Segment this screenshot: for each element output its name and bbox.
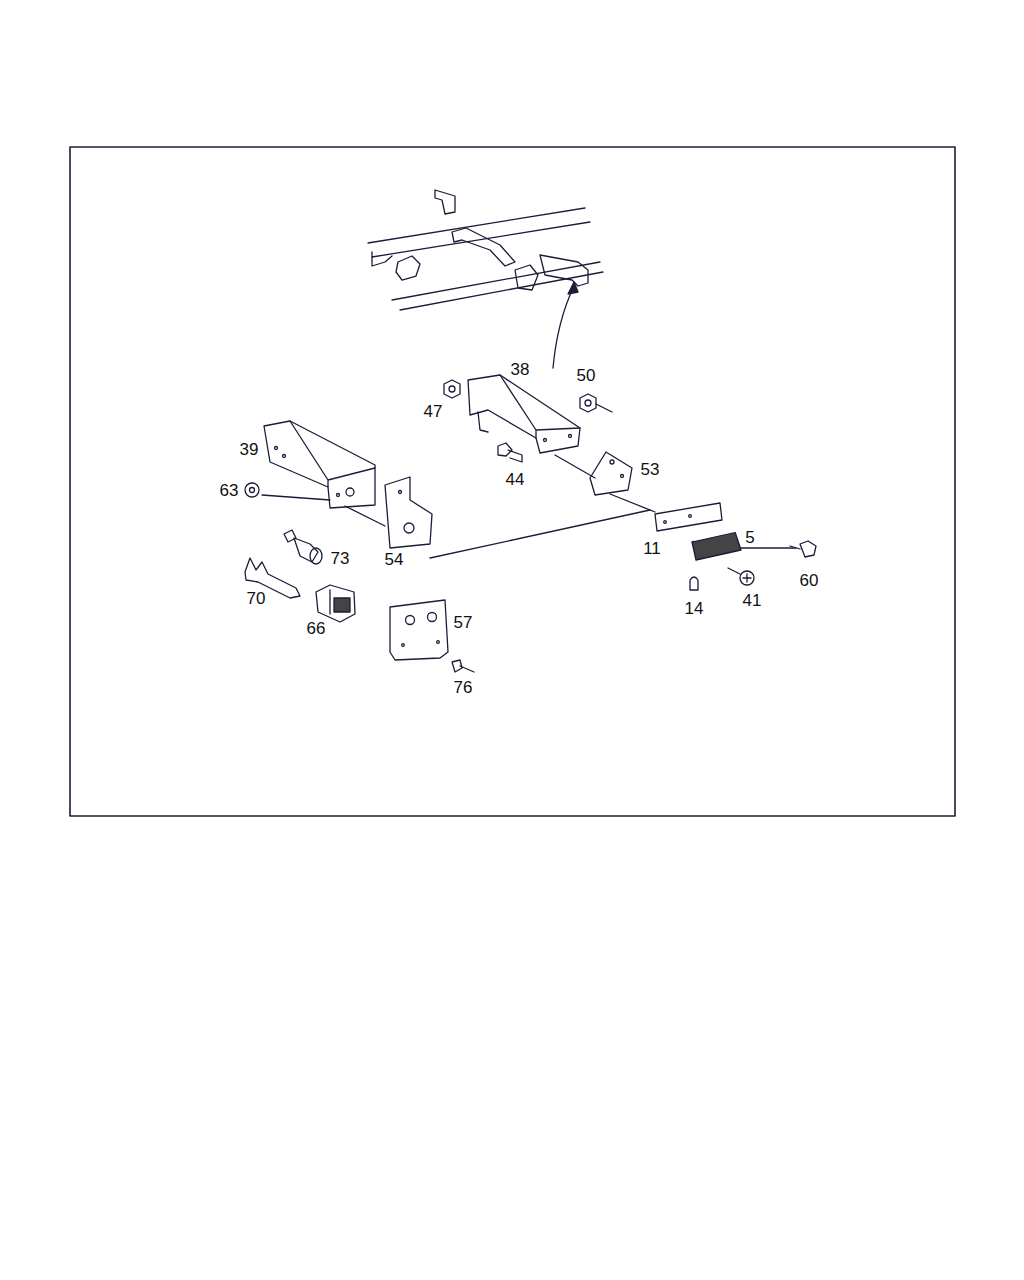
hole (621, 475, 624, 478)
leader-line (555, 455, 595, 478)
plate (385, 477, 432, 548)
hole (610, 460, 614, 464)
screw (728, 568, 754, 585)
frame (70, 147, 955, 816)
callout-number: 57 (453, 613, 474, 632)
leader-line (262, 495, 330, 500)
bolt (498, 443, 522, 462)
callout-number: 14 (684, 599, 705, 618)
screw (790, 541, 816, 557)
washer (250, 488, 255, 493)
callout-number: 39 (239, 440, 260, 459)
leader-line (741, 547, 796, 548)
gasket (655, 503, 722, 531)
callout-number: 73 (330, 549, 351, 568)
callout-number: 66 (306, 619, 327, 638)
chassis-frame (368, 190, 603, 368)
rivet (452, 660, 474, 672)
hole (399, 491, 402, 494)
callout-number: 5 (744, 528, 755, 547)
leader-line (610, 494, 655, 512)
callout-number: 44 (505, 470, 526, 489)
callout-number: 50 (576, 366, 597, 385)
plate (590, 452, 632, 495)
callout-number: 54 (384, 550, 405, 569)
callout-number: 60 (799, 571, 820, 590)
bracket (468, 375, 580, 453)
callout-number: 41 (742, 591, 763, 610)
washer (245, 483, 259, 497)
leader-line (430, 510, 650, 558)
callout-number: 53 (640, 460, 661, 479)
bracket (264, 421, 375, 508)
connector-housing (316, 585, 355, 622)
arrowhead (568, 282, 578, 294)
nut (444, 380, 612, 412)
hole (404, 523, 414, 533)
callout-number: 47 (423, 402, 444, 421)
callout-number: 38 (510, 360, 531, 379)
callout-number: 63 (219, 481, 240, 500)
lamp (692, 532, 741, 560)
grommet-plug (284, 530, 322, 564)
bulb (690, 577, 698, 590)
callout-number: 70 (246, 589, 267, 608)
leader-line (345, 506, 385, 526)
plate (390, 600, 448, 660)
callout-number: 76 (453, 678, 474, 697)
callout-number: 11 (642, 539, 662, 558)
